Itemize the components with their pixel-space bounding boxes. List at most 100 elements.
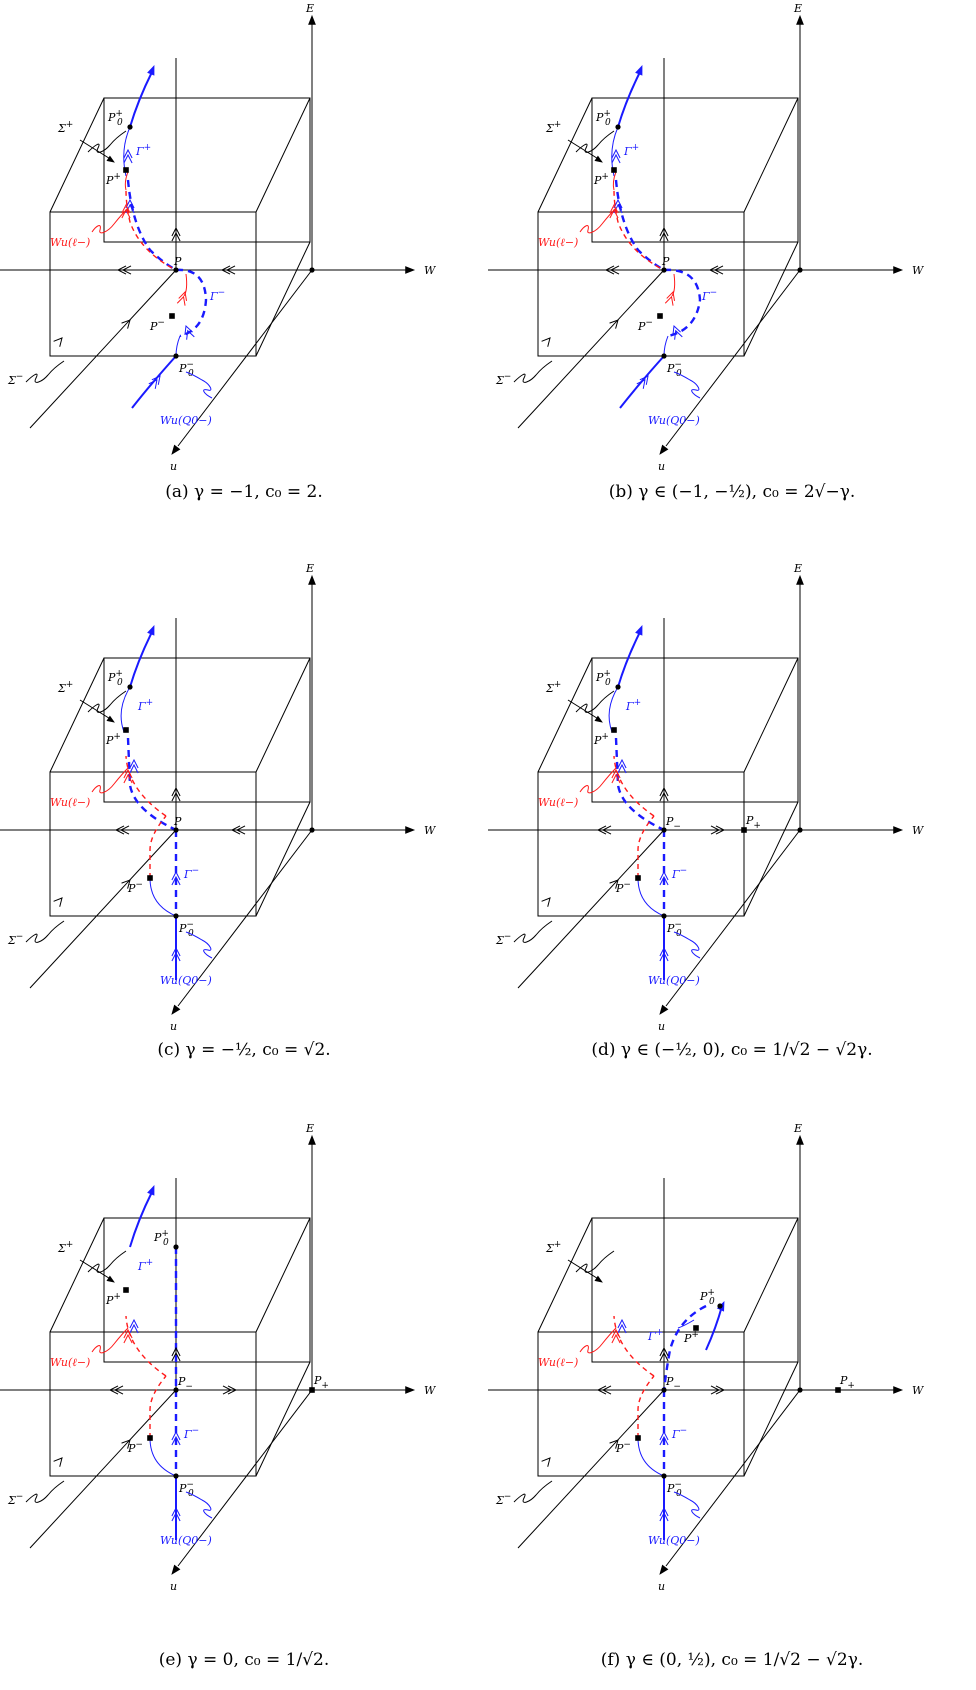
flow-arrow (672, 324, 683, 340)
axis-w-arrow (405, 266, 416, 274)
axis-u (177, 269, 313, 447)
axis-u-arrow (659, 444, 669, 455)
gamma-minus-label: Γ− (183, 866, 199, 881)
sigma-plus-squiggle (87, 690, 127, 713)
p-plus-label: P+ (839, 1374, 855, 1391)
sigma-minus-squiggle (25, 920, 65, 943)
axis-e-arrow (796, 574, 804, 585)
diagonal-guide (517, 1389, 665, 1549)
axis-e-arrow (308, 574, 316, 585)
sigma-plus-arrowhead (106, 715, 115, 723)
wu-q0-squiggle (673, 1491, 701, 1519)
wu-ell-dashed (149, 1375, 167, 1438)
cube-edge (537, 1217, 593, 1333)
cube-edge (743, 1217, 799, 1333)
equilibrium-point (173, 1387, 179, 1393)
cube-front-face (49, 771, 257, 917)
wu-q0-squiggle (673, 371, 701, 399)
axis-w-arrow (893, 1386, 904, 1394)
equilibrium-point (173, 827, 179, 833)
sigma-minus-squiggle (513, 360, 553, 383)
flow-arrow (659, 786, 669, 802)
p0-minus-label: P−0 (178, 1480, 194, 1499)
gamma-minus-dashed (175, 268, 208, 338)
p-sup-minus-point (635, 875, 641, 881)
p0-plus-point (615, 124, 621, 130)
wu-ell-branch (671, 273, 676, 297)
flow-arrow (220, 265, 236, 275)
wu-q0-squiggle (673, 931, 701, 959)
p-sup-minus-label: P− (615, 880, 631, 895)
wu-q0-squiggle (185, 371, 213, 399)
sigma-plus-label: Σ+ (57, 680, 73, 695)
flow-arrow (708, 265, 724, 275)
axis-u-label: u (170, 1580, 177, 1593)
flow-arrow (116, 265, 132, 275)
unstable-branch-arrow (635, 64, 643, 76)
equilibrium-point (661, 267, 667, 273)
axis-u-label: u (658, 460, 665, 473)
unstable-branch-upper (129, 631, 153, 688)
p0-minus-point (661, 913, 667, 919)
flow-arrow (176, 290, 188, 306)
wu-ell-squiggle (579, 767, 617, 794)
sigma-plus-label: Σ+ (57, 120, 73, 135)
p-sup-plus-point (693, 1325, 699, 1331)
wu-ell-solid (124, 171, 129, 191)
sigma-minus-label: Σ− (495, 1492, 511, 1507)
unstable-branch-upper (617, 71, 641, 128)
gamma-minus-solid (149, 877, 177, 917)
wu-ell-branch (183, 273, 188, 297)
wu-q0-label: Wu(Q0−) (648, 1534, 700, 1547)
gamma-plus-label: Γ+ (135, 143, 151, 158)
p-sup-plus-point (123, 727, 129, 733)
flow-arrow (171, 1430, 181, 1446)
p-plus-equilibrium (835, 1387, 841, 1393)
flow-arrow (171, 226, 181, 242)
wu-ell-squiggle (579, 207, 617, 234)
gamma-minus-solid (175, 335, 181, 357)
flow-arrow (659, 946, 669, 962)
gamma-plus-dashed (614, 737, 665, 832)
wu-ell-dashed (613, 755, 655, 817)
sigma-plus-pointer (79, 1259, 113, 1281)
p0-plus-point (717, 1303, 723, 1309)
equilibrium-point (661, 1387, 667, 1393)
flow-arrow (710, 825, 726, 835)
wu-q0-label: Wu(Q0−) (160, 974, 212, 987)
cube-edge (255, 657, 311, 773)
axis-u-label: u (170, 1020, 177, 1033)
origin-point (797, 1387, 803, 1393)
unstable-branch-arrow (635, 624, 643, 636)
axis-e-label: E (305, 2, 314, 15)
flow-arrow (541, 897, 551, 907)
sigma-plus-pointer (567, 139, 601, 161)
origin-point (309, 267, 315, 273)
wu-ell-label: Wu(ℓ−) (50, 796, 90, 809)
panel-e-caption: (e) γ = 0, c₀ = 1/√2. (158, 1650, 330, 1670)
diagonal-guide (29, 269, 177, 429)
p0-minus-point (661, 353, 667, 359)
sigma-minus-squiggle (513, 1480, 553, 1503)
equilibrium-label: P− (665, 815, 681, 832)
p-sup-plus-label: P+ (683, 1330, 699, 1345)
panel-d-caption: (d) γ ∈ (−½, 0), c₀ = 1/√2 − √2γ. (591, 1040, 873, 1060)
sigma-plus-label: Σ+ (545, 120, 561, 135)
axis-u-arrow (171, 444, 181, 455)
flow-arrow (148, 375, 161, 389)
stable-branch-lower (619, 355, 665, 409)
axis-e-arrow (796, 1134, 804, 1145)
axis-e-label: E (793, 1122, 802, 1135)
cube-edge (255, 1217, 311, 1333)
wu-q0-label: Wu(Q0−) (648, 414, 700, 427)
sigma-plus-pointer (79, 139, 113, 161)
flow-arrow (664, 290, 676, 306)
unstable-branch-upper (129, 1191, 153, 1248)
axis-w-arrow (893, 826, 904, 834)
